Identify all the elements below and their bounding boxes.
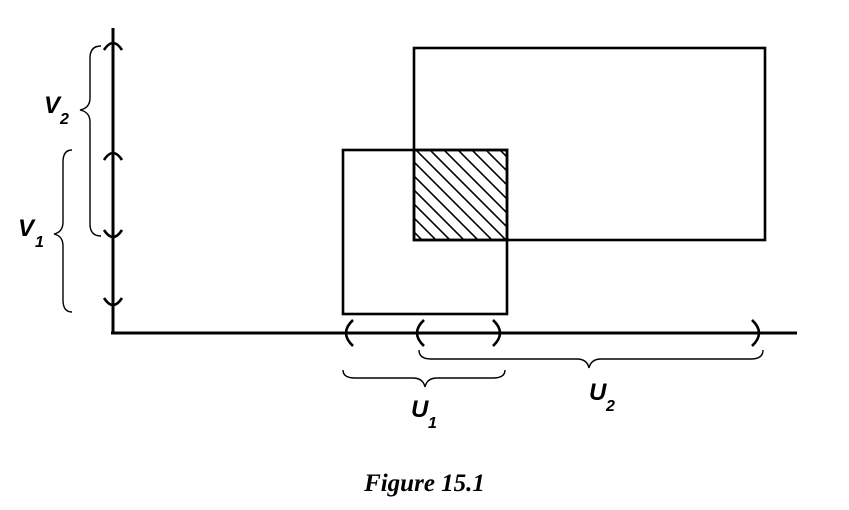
u1-brace [342,369,506,388]
label-u2-sub: 2 [605,398,615,415]
figure-caption: Figure 15.1 [364,470,485,497]
label-v2-main: V [44,92,62,119]
y-axis-open-set-markers [102,41,124,307]
label-u2-main: U [589,379,607,406]
label-u1-sub: 1 [428,415,437,432]
rectangle-u2-v2 [412,46,767,242]
label-v1: V 1 [18,215,44,251]
label-v2: V 2 [44,92,69,128]
label-u2: U 2 [589,379,615,415]
label-u1-main: U [411,396,429,423]
u2-brace [418,349,764,369]
label-u1: U 1 [411,396,437,432]
x-axis-open-set-markers [344,319,761,347]
label-v1-sub: 1 [35,234,44,251]
v2-brace [79,45,102,237]
intersection-hatched [414,150,507,240]
v1-brace [53,149,73,313]
label-v1-main: V [18,215,36,242]
intersection-outline [412,148,509,242]
label-v2-sub: 2 [59,111,69,128]
